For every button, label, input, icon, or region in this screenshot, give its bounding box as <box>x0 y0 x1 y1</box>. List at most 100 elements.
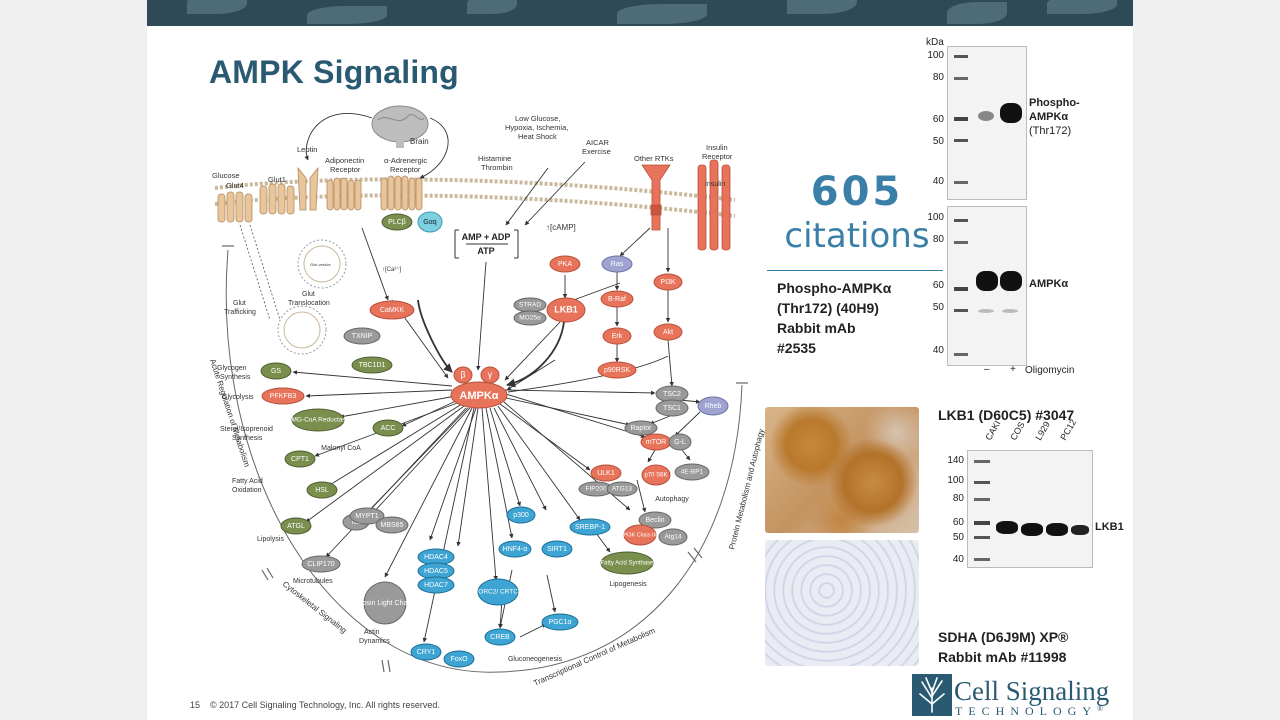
band-phospho-lane1 <box>978 111 994 121</box>
node-p90rsk: p90RSK <box>597 361 637 379</box>
node-tsc1: TSC1 <box>655 399 689 417</box>
svg-text:MYPT1: MYPT1 <box>355 513 378 520</box>
blot-top-lane-plus: + <box>1010 364 1016 375</box>
node-mbs85: MBS85 <box>375 516 409 534</box>
svg-text:TBC1D1: TBC1D1 <box>359 362 386 369</box>
node-pfkfb3: PFKFB3 <box>261 387 305 405</box>
node-creb: CREB <box>484 628 516 646</box>
page-number: 15 <box>190 700 201 710</box>
svg-text:LKB1: LKB1 <box>554 304 578 314</box>
blot-lkb1-panel <box>967 450 1093 568</box>
ihc-image-positive <box>765 407 919 533</box>
node-rheb: Rheb <box>697 396 729 416</box>
glut1-transporter <box>259 183 295 215</box>
svg-text:TXNIP: TXNIP <box>352 333 373 340</box>
node-pgc1a: PGC1α <box>541 613 579 631</box>
label-microtubules: Microtubules <box>293 578 333 585</box>
svg-text:PI3K Class III: PI3K Class III <box>623 532 657 538</box>
label-insulin: Insulin <box>705 181 725 188</box>
svg-text:HDAC4: HDAC4 <box>424 554 448 561</box>
blot-top-band-label-b: AMPKα <box>1029 278 1069 290</box>
svg-text:MO25α: MO25α <box>519 315 541 322</box>
node-atg13: ATG13 <box>606 481 638 497</box>
sdha-antibody-label: SDHA (D6J9M) XP® Rabbit mAb #11998 <box>938 629 1069 665</box>
glut-vesicle-upper <box>297 239 347 289</box>
lkb1-antibody-label: LKB1 (D60C5) #3047 <box>938 407 1075 423</box>
svg-text:B-Raf: B-Raf <box>608 296 626 303</box>
label-glut-trafficking-2: Trafficking <box>224 309 256 316</box>
svg-text:PKA: PKA <box>558 261 572 268</box>
label-glycogen-2: Synthesis <box>220 374 251 381</box>
svg-text:Erk: Erk <box>612 333 623 340</box>
node-torc2: TORC2/ CRTC2 <box>474 578 522 606</box>
label-fa-oxidation-2: Oxidation <box>232 487 262 494</box>
node-ampk: AMPKα <box>450 381 508 409</box>
svg-text:CaMKK: CaMKK <box>380 307 404 314</box>
svg-text:HDAC5: HDAC5 <box>424 568 448 575</box>
label-aicar-2: Exercise <box>582 147 611 156</box>
node-gs: GS <box>260 362 292 380</box>
band-lkb1-caki <box>996 521 1018 534</box>
label-glucose: Glucose <box>212 171 240 180</box>
node-camkk: CaMKK <box>369 300 415 320</box>
label-sterol-2: Synthesis <box>232 435 263 442</box>
svg-text:Fatty Acid Synthase: Fatty Acid Synthase <box>600 561 654 567</box>
node-erk: Erk <box>602 327 632 345</box>
citations-underline <box>767 270 943 271</box>
svg-text:TORC2/ CRTC2: TORC2/ CRTC2 <box>474 589 521 596</box>
svg-text:TSC2: TSC2 <box>663 391 681 398</box>
label-histamine-2: Thrombin <box>481 163 513 172</box>
svg-text:SREBP-1: SREBP-1 <box>575 524 605 531</box>
blot-top-band-label-a: Phospho- AMPKα (Thr172) <box>1029 97 1080 137</box>
label-gluconeogenesis: Gluconeogenesis <box>508 656 563 663</box>
svg-text:Beclin: Beclin <box>645 517 664 524</box>
band-lkb1-l929 <box>1046 523 1068 536</box>
svg-text:GS: GS <box>271 368 281 375</box>
label-histamine-1: Histamine <box>478 154 511 163</box>
svg-text:HSL: HSL <box>315 487 329 494</box>
node-clip170: CLIP170 <box>301 555 341 573</box>
node-cpt1: CPT1 <box>284 450 316 468</box>
label-other-rtks: Other RTKs <box>634 154 674 163</box>
node-mlc2: Myosin Light Chain2 <box>353 581 417 625</box>
svg-text:MBS85: MBS85 <box>381 522 404 529</box>
citations-word: citations <box>784 216 930 256</box>
svg-text:PLCβ: PLCβ <box>388 219 406 226</box>
blot-top-treatment: Oligomycin <box>1025 365 1075 376</box>
svg-text:4E-BP1: 4E-BP1 <box>681 469 704 476</box>
svg-text:ACC: ACC <box>381 425 396 432</box>
node-srebp1: SREBP-1 <box>569 518 611 536</box>
blot-top-lane-minus: – <box>984 364 990 375</box>
svg-text:p70 S6K: p70 S6K <box>644 473 667 479</box>
svg-text:Atg14: Atg14 <box>665 534 682 541</box>
label-stress-1: Low Glucose, <box>515 114 560 123</box>
svg-text:HMG-CoA Reductase: HMG-CoA Reductase <box>287 417 350 424</box>
svg-text:CPT1: CPT1 <box>291 456 309 463</box>
label-malonyl: Malonyl CoA <box>321 445 361 452</box>
cst-logo-wordmark: Cell Signaling <box>954 676 1110 706</box>
adiponectin-receptor <box>326 177 362 211</box>
svg-text:SIRT1: SIRT1 <box>547 546 567 553</box>
node-atgl: ATGL <box>280 517 312 535</box>
node-akt: Akt <box>653 323 683 341</box>
svg-text:AMPKα: AMPKα <box>459 390 498 402</box>
glut-vesicle-lower <box>277 305 327 355</box>
arc-label-cyto: Cytoskeletal Signaling <box>281 579 349 635</box>
band-lkb1-cos <box>1021 523 1043 536</box>
cst-logo-icon <box>912 674 952 716</box>
node-ampk-beta: β <box>453 366 473 384</box>
svg-text:CLIP170: CLIP170 <box>307 561 334 568</box>
svg-text:PGC1α: PGC1α <box>548 619 571 626</box>
node-cry1: CRY1 <box>410 643 442 661</box>
svg-text:Akt: Akt <box>663 329 673 336</box>
svg-text:G-L: G-L <box>674 439 686 446</box>
copyright-notice: © 2017 Cell Signaling Technology, Inc. A… <box>210 700 440 710</box>
node-hsl: HSL <box>306 481 338 499</box>
node-ampk-gamma: γ <box>480 366 500 384</box>
blot-top-panel-b <box>947 206 1027 366</box>
node-beclin: Beclin <box>638 511 672 529</box>
ihc-image-negative <box>765 540 919 666</box>
citations-callout: 605 citations <box>757 168 957 256</box>
node-strad: STRAD <box>513 297 547 313</box>
node-mypt1: MYPT1 <box>349 507 385 525</box>
